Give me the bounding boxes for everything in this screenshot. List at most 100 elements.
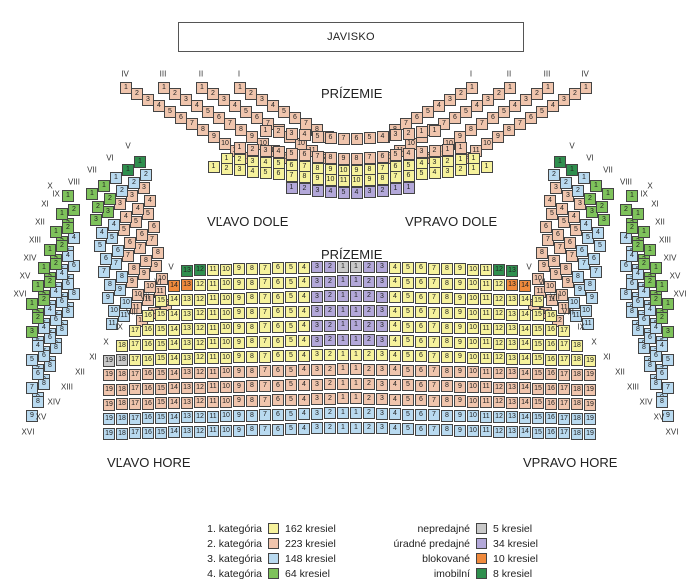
- seat[interactable]: 1: [350, 378, 362, 390]
- seat[interactable]: 13: [181, 265, 193, 277]
- seat[interactable]: 4: [50, 286, 62, 298]
- seat[interactable]: 3: [376, 393, 388, 405]
- seat[interactable]: 3: [482, 94, 494, 106]
- seat[interactable]: 4: [389, 364, 401, 376]
- seat[interactable]: 5: [311, 130, 324, 143]
- seat[interactable]: 12: [194, 426, 206, 438]
- seat[interactable]: 16: [142, 354, 154, 366]
- seat[interactable]: 2: [363, 407, 375, 419]
- seat[interactable]: 2: [104, 193, 116, 205]
- seat[interactable]: 1: [578, 172, 590, 184]
- seat[interactable]: 13: [506, 397, 518, 409]
- seat[interactable]: 2: [363, 393, 375, 405]
- seat[interactable]: 3: [363, 185, 376, 198]
- seat[interactable]: 2: [620, 204, 632, 216]
- seat[interactable]: 10: [220, 308, 232, 320]
- seat[interactable]: 7: [98, 266, 110, 278]
- seat[interactable]: 7: [428, 424, 440, 436]
- seat[interactable]: 8: [650, 378, 662, 390]
- seat[interactable]: 18: [116, 384, 128, 396]
- seat[interactable]: 12: [194, 411, 206, 423]
- seat[interactable]: 2: [245, 88, 257, 100]
- seat[interactable]: 8: [246, 336, 258, 348]
- seat[interactable]: 17: [558, 427, 570, 439]
- seat[interactable]: 9: [454, 263, 466, 275]
- seat[interactable]: 10: [156, 273, 168, 285]
- seat[interactable]: 18: [116, 340, 128, 352]
- seat[interactable]: 13: [181, 309, 193, 321]
- seat[interactable]: 7: [389, 171, 402, 184]
- seat[interactable]: 2: [324, 393, 336, 405]
- seat[interactable]: 18: [571, 384, 583, 396]
- seat[interactable]: 19: [103, 413, 115, 425]
- seat[interactable]: 9: [662, 410, 674, 422]
- seat[interactable]: 15: [532, 324, 544, 336]
- seat[interactable]: 11: [480, 279, 492, 291]
- seat[interactable]: 13: [181, 323, 193, 335]
- seat[interactable]: 1: [32, 280, 44, 292]
- seat[interactable]: 8: [376, 172, 389, 185]
- seat[interactable]: 12: [194, 338, 206, 350]
- seat[interactable]: 16: [545, 383, 557, 395]
- seat[interactable]: 7: [259, 365, 271, 377]
- seat[interactable]: 3: [376, 291, 388, 303]
- seat[interactable]: 17: [558, 325, 570, 337]
- seat[interactable]: 16: [545, 368, 557, 380]
- seat[interactable]: 6: [272, 262, 284, 274]
- seat[interactable]: 16: [545, 427, 557, 439]
- seat[interactable]: 8: [152, 247, 164, 259]
- seat[interactable]: 10: [568, 297, 580, 309]
- seat[interactable]: 8: [656, 396, 668, 408]
- seat[interactable]: 9: [454, 307, 466, 319]
- seat[interactable]: 9: [208, 131, 220, 143]
- seat[interactable]: 4: [298, 364, 310, 376]
- seat[interactable]: 14: [168, 368, 180, 380]
- seat[interactable]: 10: [467, 410, 479, 422]
- seat[interactable]: 9: [233, 351, 245, 363]
- seat[interactable]: 5: [402, 335, 414, 347]
- seat[interactable]: 4: [547, 100, 559, 112]
- seat[interactable]: 9: [586, 292, 598, 304]
- seat[interactable]: 9: [233, 293, 245, 305]
- seat[interactable]: 1: [259, 124, 272, 137]
- seat[interactable]: 15: [155, 383, 167, 395]
- seat[interactable]: 2: [454, 164, 467, 177]
- seat[interactable]: 6: [415, 350, 427, 362]
- seat[interactable]: 3: [285, 127, 298, 140]
- seat[interactable]: 4: [272, 146, 285, 159]
- seat[interactable]: 16: [142, 412, 154, 424]
- seat[interactable]: 8: [324, 151, 337, 164]
- seat[interactable]: 2: [596, 201, 608, 213]
- seat[interactable]: 1: [626, 190, 638, 202]
- seat[interactable]: 8: [246, 380, 258, 392]
- seat[interactable]: 10: [481, 138, 493, 150]
- seat[interactable]: 13: [506, 411, 518, 423]
- seat[interactable]: 12: [493, 264, 505, 276]
- seat[interactable]: 8: [441, 336, 453, 348]
- seat[interactable]: 7: [311, 150, 324, 163]
- seat[interactable]: 18: [571, 413, 583, 425]
- seat[interactable]: 5: [402, 423, 414, 435]
- seat[interactable]: 2: [324, 290, 336, 302]
- seat[interactable]: 2: [376, 184, 389, 197]
- seat[interactable]: 4: [108, 219, 120, 231]
- seat[interactable]: 10: [350, 175, 363, 188]
- seat[interactable]: 15: [532, 397, 544, 409]
- seat[interactable]: 3: [376, 320, 388, 332]
- seat[interactable]: 1: [350, 305, 362, 317]
- seat[interactable]: 3: [558, 94, 570, 106]
- seat[interactable]: 17: [558, 413, 570, 425]
- seat[interactable]: 11: [207, 308, 219, 320]
- seat[interactable]: 6: [411, 112, 423, 124]
- seat[interactable]: 1: [504, 82, 516, 94]
- seat[interactable]: 3: [311, 305, 323, 317]
- seat[interactable]: 1: [337, 363, 349, 375]
- seat[interactable]: 19: [103, 355, 115, 367]
- seat[interactable]: 2: [455, 88, 467, 100]
- seat[interactable]: 9: [311, 172, 324, 185]
- seat[interactable]: 10: [220, 322, 232, 334]
- seat[interactable]: 8: [38, 378, 50, 390]
- seat[interactable]: 6: [272, 394, 284, 406]
- seat[interactable]: 6: [656, 368, 668, 380]
- seat[interactable]: 12: [194, 323, 206, 335]
